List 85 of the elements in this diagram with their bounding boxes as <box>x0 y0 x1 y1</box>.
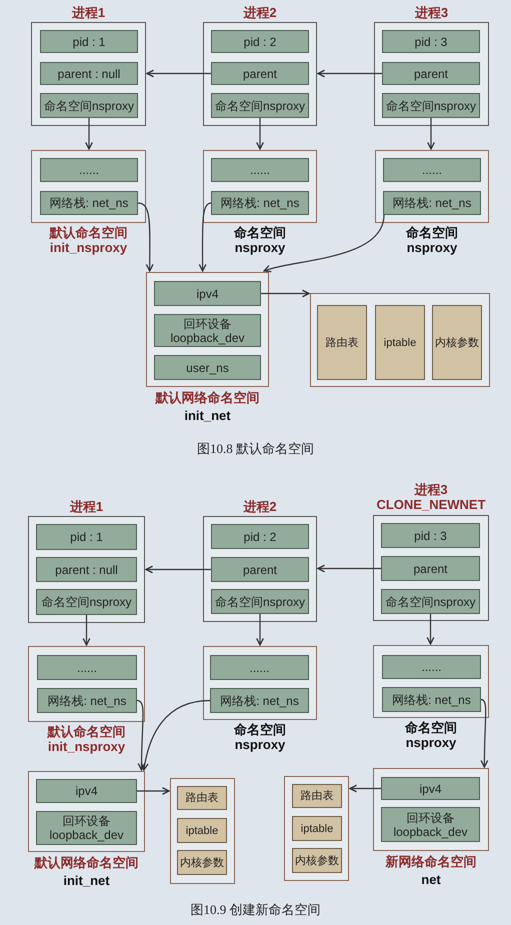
struct-field: pid : 3 <box>381 523 480 548</box>
heading-text: 进程1 <box>72 5 106 20</box>
heading-text: 默认命名空间 init_nsproxy <box>48 724 126 754</box>
struct-field: pid : 2 <box>211 524 309 549</box>
arrow <box>141 700 210 771</box>
arrow <box>317 564 381 572</box>
struct-field: ...... <box>210 655 309 680</box>
struct-field: parent <box>211 62 309 85</box>
table-entry: 路由表 <box>292 784 342 808</box>
arrow <box>145 566 211 574</box>
struct-field: ...... <box>382 655 481 679</box>
table-entry: 路由表 <box>317 305 367 380</box>
struct-field: 回环设备 loopback_dev <box>154 314 261 347</box>
struct-field: parent <box>382 62 480 85</box>
struct-field: 命名空间nsproxy <box>211 93 309 118</box>
struct-field: ...... <box>383 158 481 182</box>
figure-caption: 图10.8 默认命名空间 <box>197 440 314 458</box>
heading-text: 默认网络命名空间 <box>34 855 138 870</box>
struct-field: parent : null <box>36 557 137 582</box>
struct-field: ipv4 <box>381 777 480 800</box>
heading-text: 命名空间 nsproxy <box>234 722 286 752</box>
heading-text: 进程3 CLONE_NEWNET <box>376 482 486 512</box>
heading-text: net <box>421 872 441 887</box>
heading-text: 命名空间 nsproxy <box>234 225 286 255</box>
struct-field: ipv4 <box>36 779 137 803</box>
struct-field: parent <box>211 557 309 582</box>
struct-field: 回环设备 loopback_dev <box>381 807 480 842</box>
table-entry: 内核参数 <box>432 305 482 380</box>
heading-text: 默认网络命名空间 <box>156 390 260 405</box>
table-entry: iptable <box>177 818 227 843</box>
struct-field: 网络栈: net_ns <box>383 191 481 215</box>
arrow <box>261 290 310 298</box>
arrow <box>480 698 488 768</box>
struct-field: 网络栈: net_ns <box>37 688 137 713</box>
heading-text: init_net <box>184 408 231 423</box>
arrow <box>256 614 264 646</box>
struct-field: 回环设备 loopback_dev <box>36 811 137 845</box>
struct-field: pid : 2 <box>211 30 309 53</box>
figure-caption: 图10.9 创建新命名空间 <box>190 901 320 919</box>
arrow <box>136 700 146 771</box>
arrow <box>349 784 381 792</box>
table-entry: 路由表 <box>177 786 227 810</box>
struct-field: ...... <box>211 158 309 182</box>
heading-text: 进程2 <box>243 499 277 514</box>
arrow <box>263 214 385 273</box>
struct-field: ...... <box>40 158 138 182</box>
struct-field: 命名空间nsproxy <box>40 93 138 118</box>
table-entry: 内核参数 <box>177 850 227 875</box>
arrow <box>317 70 382 78</box>
struct-field: ipv4 <box>154 281 261 306</box>
struct-field: user_ns <box>154 355 261 380</box>
struct-field: 命名空间nsproxy <box>211 589 309 614</box>
struct-field: parent : null <box>40 62 138 85</box>
arrow <box>82 615 90 646</box>
struct-field: pid : 3 <box>382 30 480 53</box>
struct-field: 命名空间nsproxy <box>381 589 480 614</box>
arrow <box>138 202 154 272</box>
table-entry: 内核参数 <box>292 848 342 873</box>
struct-field: 命名空间nsproxy <box>382 93 480 118</box>
struct-field: 网络栈: net_ns <box>210 688 309 713</box>
heading-text: 进程3 <box>414 5 448 20</box>
arrow <box>137 787 170 795</box>
struct-field: ...... <box>37 655 137 680</box>
heading-text: 进程2 <box>243 5 277 20</box>
arrow <box>426 614 434 645</box>
heading-text: 新网络命名空间 <box>386 854 476 869</box>
heading-text: 进程1 <box>70 499 104 514</box>
arrow <box>146 70 211 78</box>
arrow <box>256 118 264 150</box>
heading-text: 默认命名空间 init_nsproxy <box>50 225 128 255</box>
struct-field: pid : 1 <box>36 524 137 550</box>
table-entry: iptable <box>292 816 342 841</box>
struct-field: 命名空间nsproxy <box>36 589 137 615</box>
heading-text: 命名空间 nsproxy <box>405 720 457 750</box>
heading-text: init_net <box>63 873 110 888</box>
table-entry: iptable <box>375 305 425 380</box>
struct-field: 网络栈: net_ns <box>40 191 138 215</box>
heading-text: 命名空间 nsproxy <box>406 225 458 255</box>
arrow <box>427 118 435 150</box>
struct-field: 网络栈: net_ns <box>211 191 309 215</box>
struct-field: pid : 1 <box>40 30 138 53</box>
struct-field: parent <box>381 556 480 581</box>
struct-field: 网络栈: net_ns <box>382 687 481 712</box>
arrow <box>85 118 93 150</box>
arrow <box>198 202 212 272</box>
